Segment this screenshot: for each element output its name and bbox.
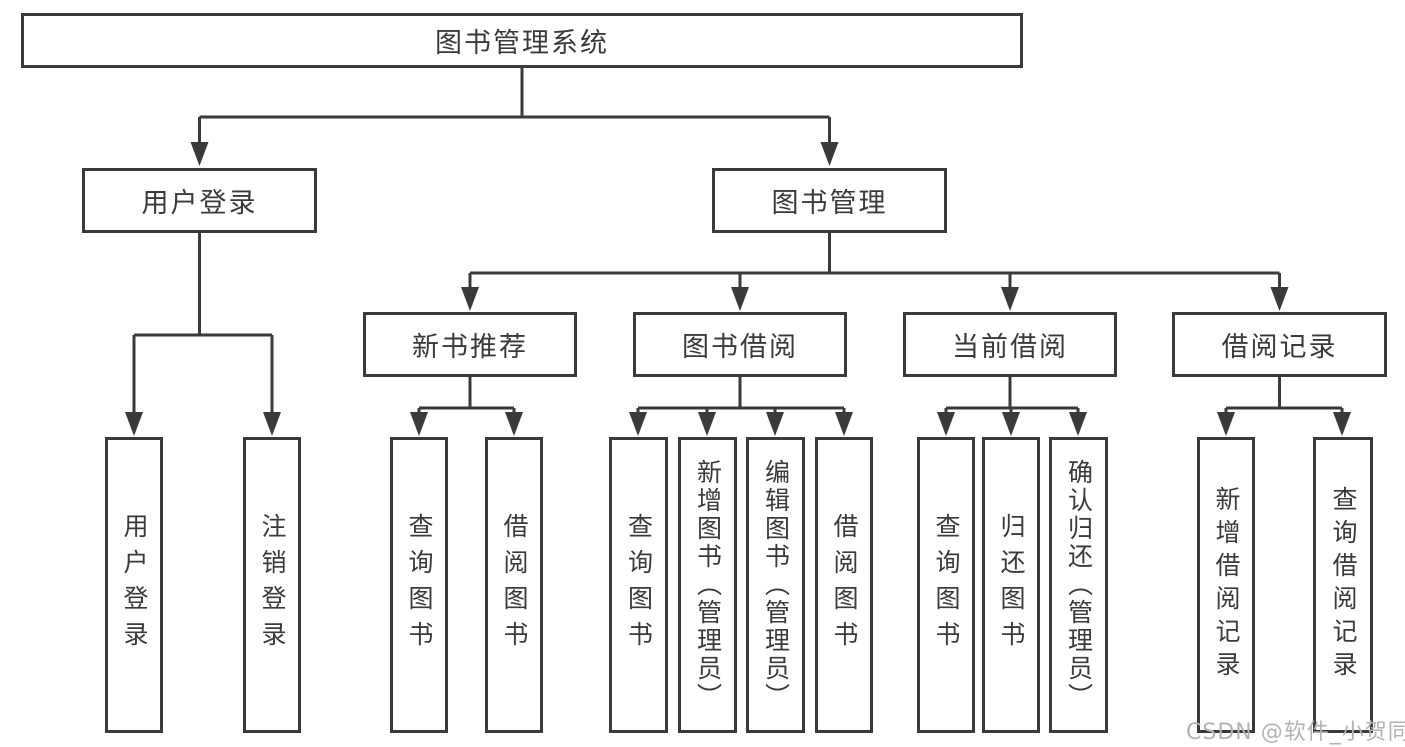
leaf-search-borrow-record: 查询借阅记录 [1313,437,1373,733]
leaf-search-books-1: 查询图书 [390,437,448,733]
leaf-edit-book-admin: 编辑图书（管理员） [746,437,805,733]
arrowheads [125,142,1351,436]
node-book-management-system: 图书管理系统 [21,13,1023,68]
node-current-borrowing: 当前借阅 [903,312,1117,377]
leaf-borrow-books-2: 借阅图书 [815,437,873,733]
node-borrowing-records: 借阅记录 [1172,312,1387,377]
node-book-borrowing: 图书借阅 [633,312,847,377]
leaf-borrow-books-1: 借阅图书 [485,437,543,733]
leaf-confirm-return-admin: 确认归还（管理员） [1049,437,1108,733]
leaf-add-borrow-record: 新增借阅记录 [1197,437,1255,733]
csdn-watermark: CSDN @软件_小贺同学 [1186,720,1405,745]
leaf-search-books-2: 查询图书 [609,437,668,733]
node-user-login: 用户登录 [82,168,317,233]
leaf-add-book-admin: 新增图书（管理员） [678,437,737,733]
node-book-management: 图书管理 [712,168,947,233]
leaf-logout: 注销登录 [243,437,301,733]
leaf-user-login: 用户登录 [105,437,163,733]
leaf-return-books: 归还图书 [982,437,1040,733]
node-new-book-recommendation: 新书推荐 [363,312,577,377]
leaf-search-books-3: 查询图书 [917,437,975,733]
